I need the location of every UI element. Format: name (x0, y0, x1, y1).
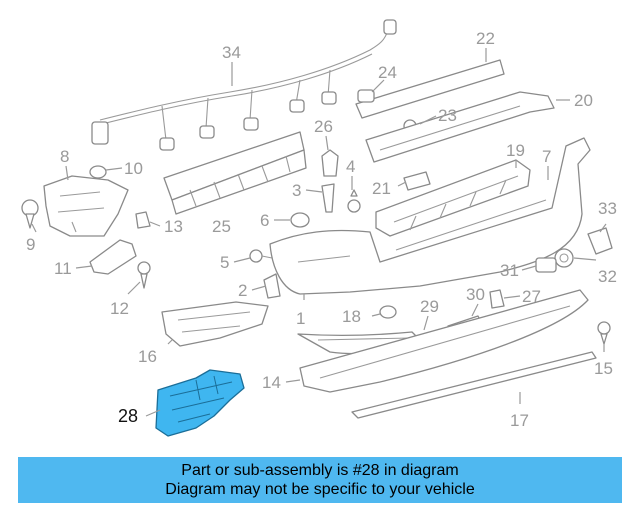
callout-5: 5 (220, 253, 229, 272)
part-15-clip (597, 321, 611, 345)
part-12-screw (137, 261, 151, 289)
callout-25: 25 (212, 217, 231, 236)
part-26-clip (321, 149, 339, 177)
callout-17: 17 (510, 411, 529, 430)
callout-19: 19 (506, 141, 525, 160)
callout-27: 27 (522, 287, 541, 306)
callout-34: 34 (222, 43, 241, 62)
callout-6: 6 (260, 211, 269, 230)
callout-labels: 34 22 24 23 20 8 10 26 4 3 19 7 21 6 25 … (26, 29, 617, 430)
callout-8: 8 (60, 147, 69, 166)
callout-7: 7 (542, 147, 551, 166)
part-28-bracket-highlighted (155, 369, 245, 437)
part-17-trim-strip (351, 351, 597, 419)
part-31-sensor (535, 257, 557, 273)
part-32-ring (554, 248, 574, 268)
callout-31: 31 (500, 261, 519, 280)
callout-12: 12 (110, 299, 129, 318)
callout-1: 1 (296, 309, 305, 328)
part-2-bracket (263, 273, 281, 299)
part-7-bumper-cover (269, 137, 591, 295)
part-27-clip (489, 289, 505, 309)
callout-21: 21 (372, 179, 391, 198)
callout-23: 23 (438, 106, 457, 125)
callout-11: 11 (54, 259, 72, 278)
callout-22: 22 (476, 29, 495, 48)
part-33-bracket (587, 227, 613, 255)
banner-line-2: Diagram may not be specific to your vehi… (165, 481, 475, 498)
part-8-bracket (43, 175, 129, 237)
part-13-clip (135, 211, 151, 229)
callout-26: 26 (314, 117, 333, 136)
banner-line-1: Part or sub-assembly is #28 in diagram (181, 462, 459, 479)
leader-lines (31, 48, 607, 417)
callout-14: 14 (262, 373, 281, 392)
info-banner: Part or sub-assembly is #28 in diagram D… (18, 457, 622, 503)
callout-2: 2 (238, 281, 247, 300)
part-25-energy-absorber (163, 131, 307, 215)
part-20-reinforcement (365, 91, 555, 163)
callout-9: 9 (26, 235, 35, 254)
part-11-bracket (89, 239, 137, 275)
parts-diagram: 34 22 24 23 20 8 10 26 4 3 19 7 21 6 25 … (21, 19, 617, 437)
part-3-clip (321, 183, 335, 213)
callout-29: 29 (420, 297, 439, 316)
part-9-clip (21, 199, 39, 229)
part-14-valance (299, 289, 589, 393)
callout-13: 13 (164, 217, 183, 236)
callout-32: 32 (598, 267, 617, 286)
callout-15: 15 (594, 359, 613, 378)
callout-20: 20 (574, 91, 593, 110)
part-34-wiring-harness (91, 19, 397, 151)
callout-3: 3 (292, 181, 301, 200)
callout-30: 30 (466, 285, 485, 304)
callout-24: 24 (378, 63, 397, 82)
callout-18: 18 (342, 307, 361, 326)
part-21-screw (403, 171, 431, 191)
callout-33: 33 (598, 199, 617, 218)
callout-4: 4 (346, 157, 355, 176)
callout-16: 16 (138, 347, 157, 366)
part-22-bracket (355, 59, 505, 119)
callout-10: 10 (124, 159, 143, 178)
part-16-bracket (161, 301, 269, 347)
part-4-clip (347, 189, 361, 213)
part-24-sensor (357, 89, 375, 103)
callout-28: 28 (118, 406, 138, 426)
part-10-clip (89, 165, 107, 179)
part-5-screw (249, 249, 273, 263)
part-18-clip (379, 305, 397, 319)
part-6-clip (290, 212, 310, 228)
